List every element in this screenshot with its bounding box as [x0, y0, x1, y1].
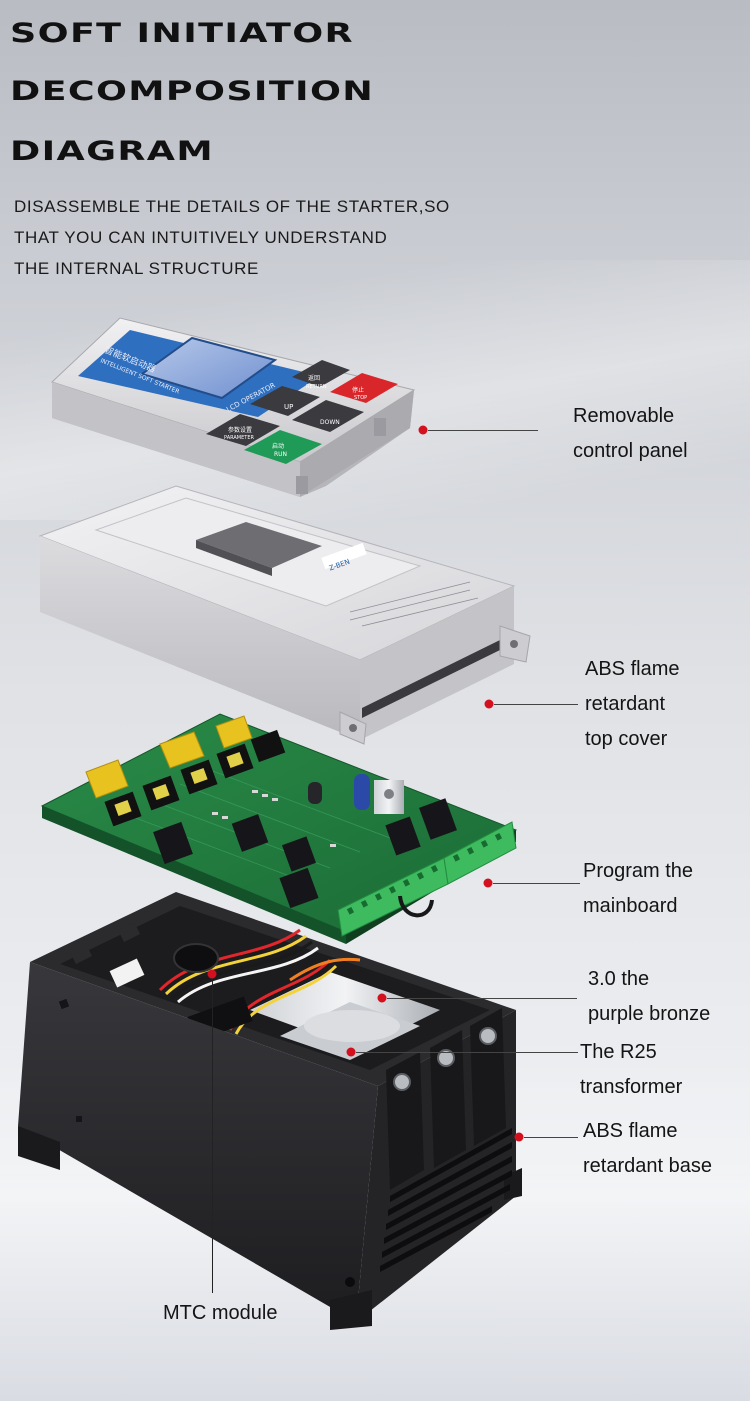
ventilation-slots: [380, 1128, 512, 1272]
base-marker-dot: [514, 1132, 524, 1142]
label-mainboard-line-1: Program the: [583, 860, 694, 882]
panel-marker-dot: [418, 425, 428, 435]
base-leader-line: [524, 1137, 578, 1138]
return-key[interactable]: [292, 360, 350, 387]
label-bronze-line-2: purple bronze: [588, 1003, 711, 1025]
electrolytic-cap-2: [354, 774, 370, 810]
electrolytic-cap-1: [308, 782, 322, 804]
subtitle-line-1: DISASSEMBLE THE DETAILS OF THE STARTER,S…: [14, 197, 450, 216]
label-mtc: MTC module: [163, 1302, 278, 1324]
pcb-relay-6: [419, 798, 457, 840]
return-key-cn: 返回: [308, 375, 320, 382]
label-panel-line-1: Removable: [573, 405, 675, 427]
subtitle-line-3: THE INTERNAL STRUCTURE: [14, 259, 259, 278]
cover-marker-dot: [484, 699, 494, 709]
down-key-label: DOWN: [320, 419, 340, 426]
r25-transformer: [304, 1010, 400, 1042]
stop-key-en: STOP: [354, 395, 367, 401]
transformer-leader-line: [356, 1052, 578, 1053]
transformer-marker-dot: [346, 1047, 356, 1057]
label-mainboard-line-2: mainboard: [583, 895, 678, 917]
parameter-key-en: PARAMETER: [224, 435, 254, 441]
cover-brand-plate: [321, 542, 367, 570]
label-cover-line-2: retardant: [585, 693, 666, 715]
green-terminal-blocks: [337, 821, 517, 937]
stop-key[interactable]: [330, 373, 398, 403]
parameter-key[interactable]: [206, 414, 280, 446]
cover-slot: [362, 640, 500, 718]
subtitle-line-2: THAT YOU CAN INTUITIVELY UNDERSTAND: [14, 228, 388, 247]
panel-clip-right: [374, 418, 386, 436]
bronze-leader-line: [387, 998, 577, 999]
stop-key-cn: 停止: [352, 386, 364, 394]
label-bronze-line-1: 3.0 the: [588, 968, 650, 990]
mtc-marker-dot: [207, 969, 217, 979]
lcd-screen: [139, 336, 278, 400]
white-connector: [109, 958, 145, 988]
label-transformer-line-2: transformer: [580, 1076, 683, 1098]
run-key-en: RUN: [274, 451, 287, 458]
label-cover-line-1: ABS flame: [585, 658, 680, 680]
title-line-2: DECOMPOSITION: [10, 76, 375, 107]
parameter-key-cn: 参数设置: [228, 426, 252, 434]
down-key[interactable]: [292, 400, 364, 432]
pcb-relay-5: [385, 816, 421, 856]
label-transformer-line-1: The R25: [580, 1041, 657, 1063]
bronze-marker-dot: [377, 993, 387, 1003]
panel-leader-line: [428, 430, 538, 431]
panel-clip-bottom: [296, 476, 308, 494]
mtc-leader-line: [212, 979, 213, 1293]
cover-printed-diagram: [349, 581, 479, 627]
base-housing: [18, 892, 522, 1330]
pcb-relay-2: [231, 814, 269, 852]
pcb-relay-1: [153, 821, 193, 865]
up-key-label: UP: [284, 403, 293, 411]
title-line-3: DIAGRAM: [10, 136, 214, 167]
top-cover: Z-BEN: [38, 485, 531, 745]
run-key-cn: 启动: [272, 442, 284, 450]
pcb-transformers: [104, 729, 286, 827]
pcb-relay-3: [281, 836, 317, 872]
label-base-line-1: ABS flame: [583, 1120, 678, 1142]
label-cover-line-3: top cover: [585, 728, 668, 750]
yellow-capacitors: [85, 715, 253, 799]
control-panel: 智能软启动器 INTELLIGENT SOFT STARTER LCD OPER…: [51, 317, 416, 497]
mainboard: [40, 713, 518, 944]
pcb-relay-4: [279, 867, 319, 909]
label-base-line-2: retardant base: [583, 1155, 712, 1177]
mainboard-leader-line: [493, 883, 580, 884]
run-key[interactable]: [244, 430, 322, 464]
title-line-1: SOFT INITIATOR: [10, 18, 354, 49]
cover-window: [196, 522, 322, 568]
mainboard-marker-dot: [483, 878, 493, 888]
cover-leader-line: [494, 704, 578, 705]
up-key[interactable]: [250, 386, 320, 416]
return-key-en: RETURN: [306, 384, 327, 390]
power-terminals: [386, 1008, 506, 1190]
label-panel-line-2: control panel: [573, 440, 688, 462]
